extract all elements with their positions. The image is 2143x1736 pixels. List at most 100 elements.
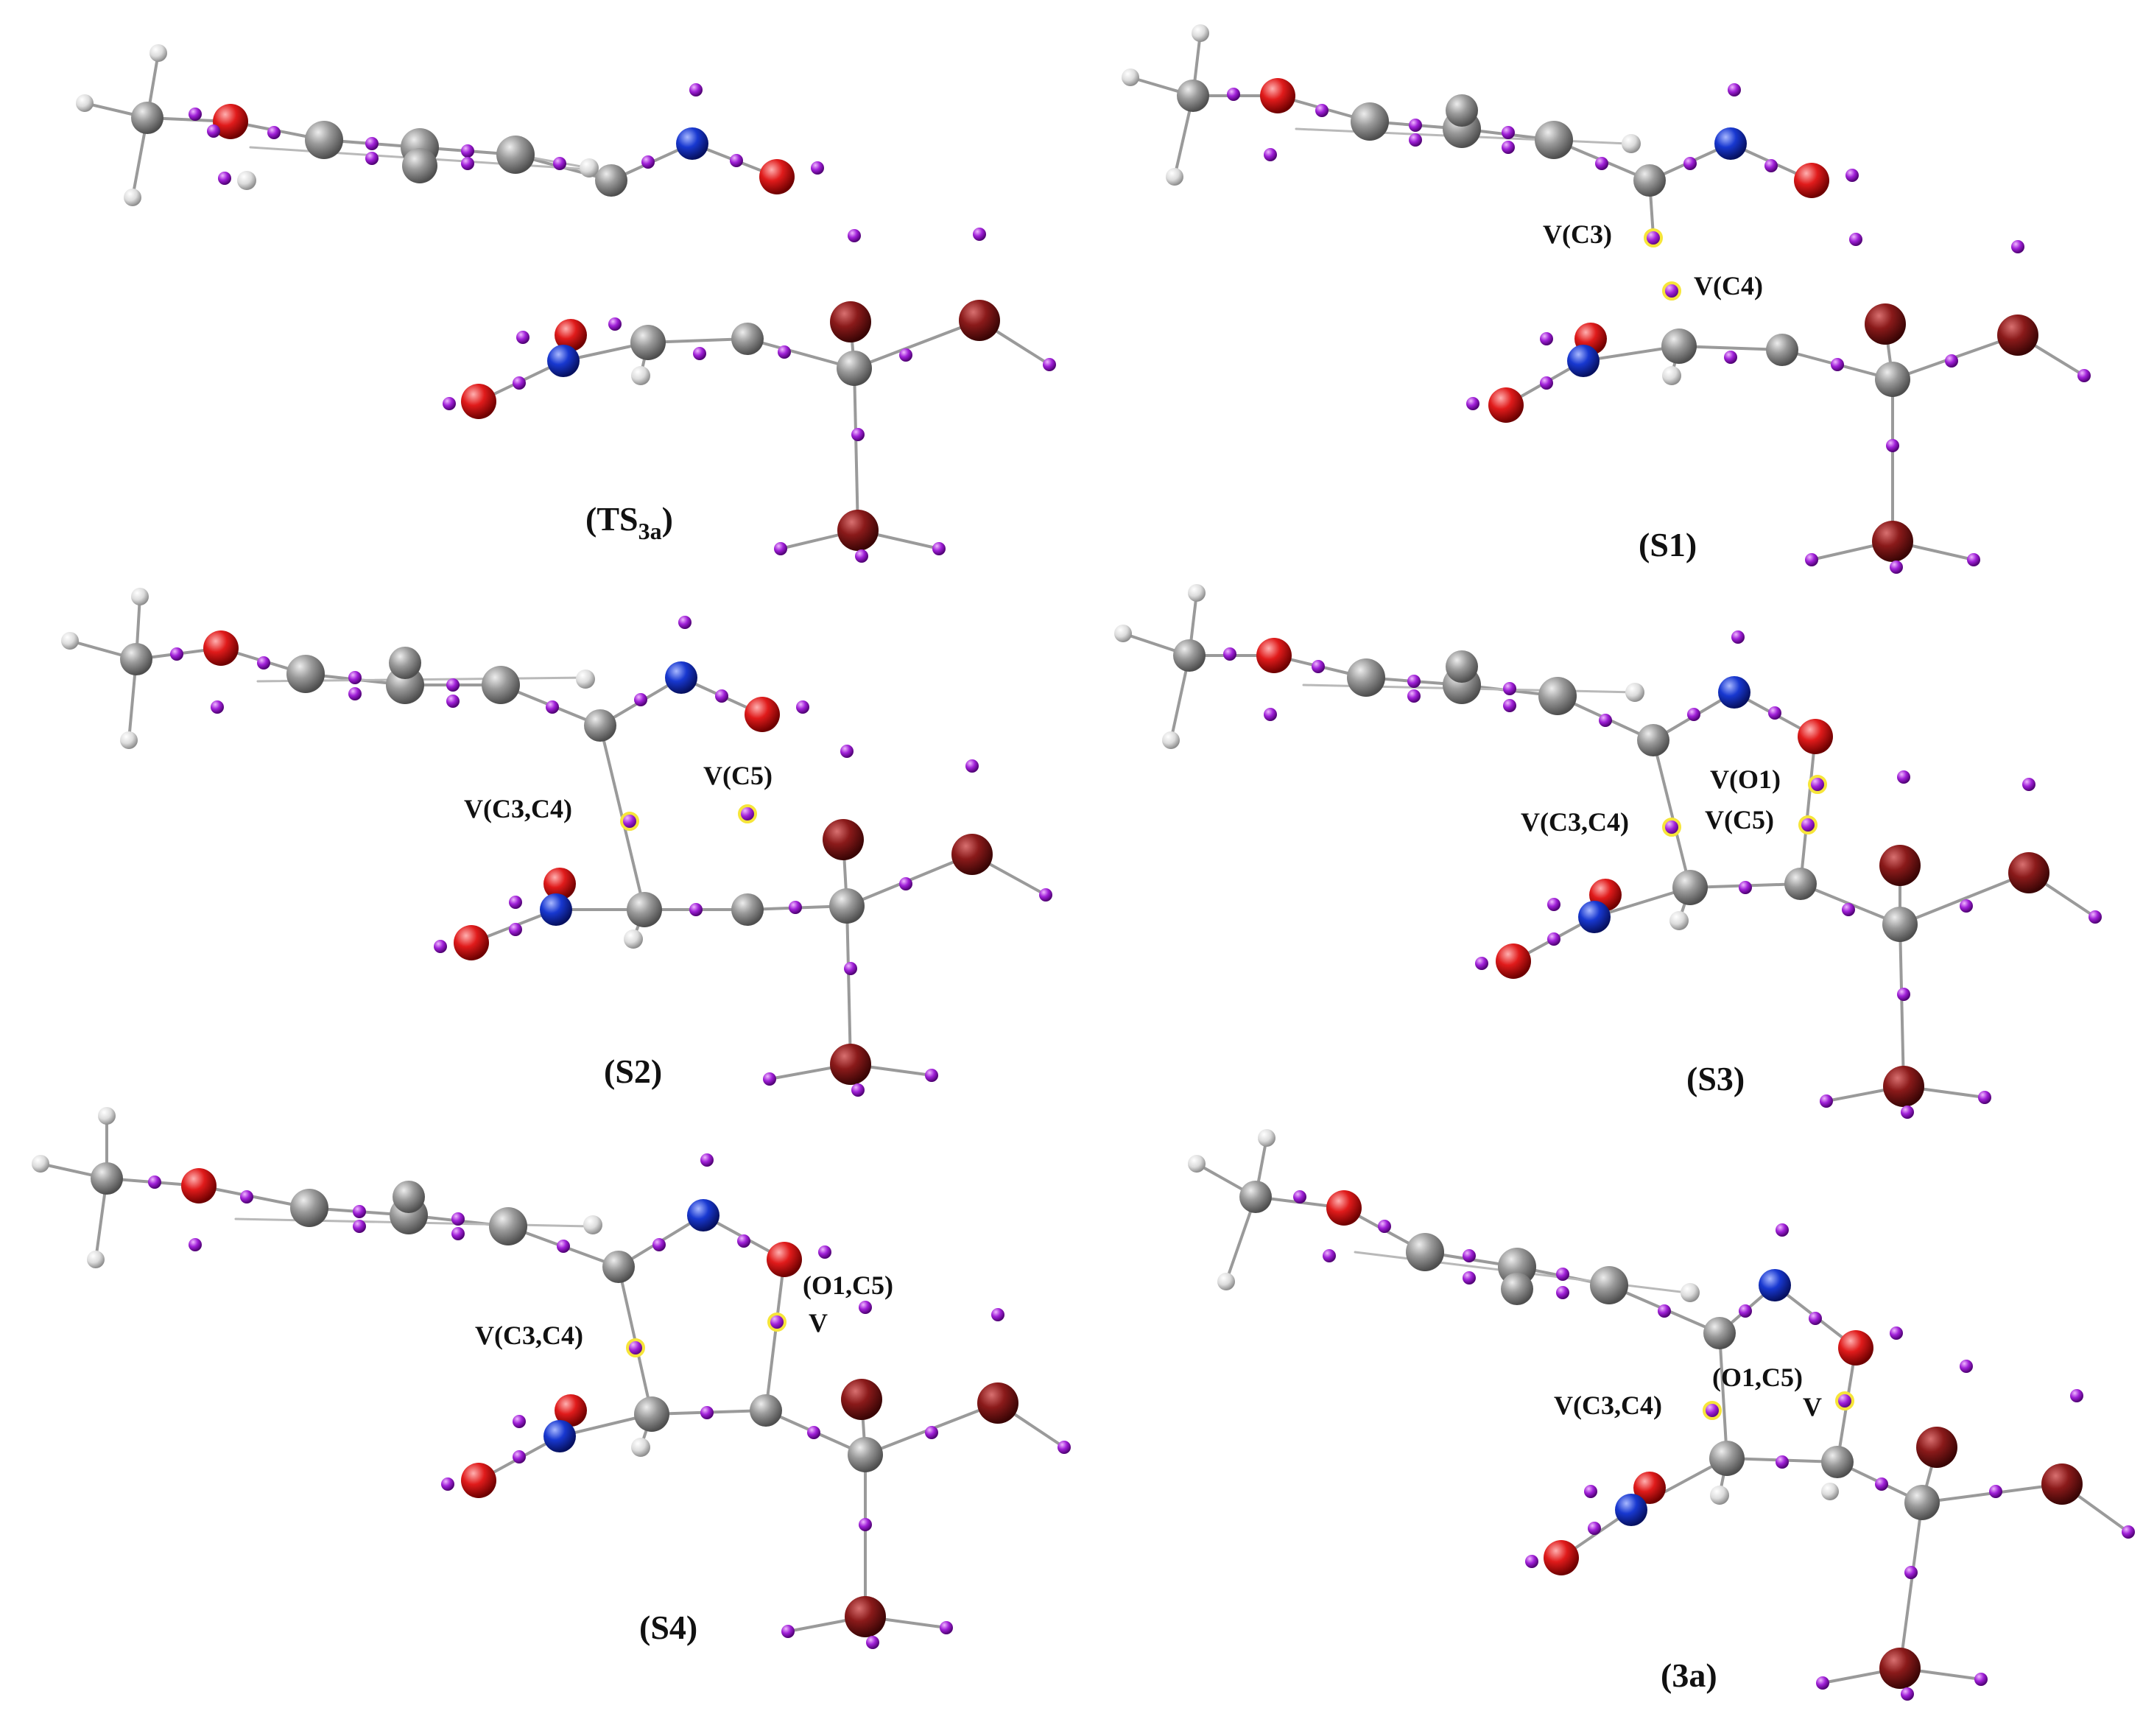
atom-c	[1709, 1441, 1745, 1476]
atom-c	[131, 102, 163, 134]
atom-h	[61, 632, 79, 650]
bond-network	[68, 595, 1047, 1080]
caption-s4: (S4)	[639, 1609, 697, 1646]
basin-v-c3-c4	[626, 1338, 645, 1357]
basin-attractor	[700, 1153, 714, 1167]
basin-attractor	[965, 759, 979, 773]
basin-v-o1-c5	[1835, 1391, 1854, 1410]
atom-br	[1997, 314, 2038, 356]
atom-h	[1122, 68, 1139, 86]
basin-attractor	[932, 542, 946, 555]
atom-c	[1661, 328, 1697, 364]
basin-attractor	[1820, 1094, 1833, 1108]
atom-h	[1162, 731, 1180, 749]
basin-attractor	[365, 152, 379, 165]
atom-c	[1904, 1485, 1940, 1520]
atom-br	[1879, 1648, 1921, 1689]
basin-attractor	[1875, 1477, 1888, 1491]
atom-n	[1578, 901, 1611, 933]
atom-o	[1838, 1330, 1873, 1366]
basin-attractor	[443, 397, 456, 410]
atom-c	[1173, 639, 1206, 672]
atom-o	[1326, 1190, 1362, 1226]
atom-c	[1703, 1317, 1736, 1349]
atom-br	[1879, 845, 1921, 886]
basin-attractor	[2089, 910, 2102, 924]
basin-attractor	[218, 172, 231, 185]
atom-h	[1166, 168, 1183, 186]
basin-attractor	[1687, 708, 1700, 721]
atom-c	[1535, 121, 1573, 159]
basin-attractor	[1547, 898, 1560, 911]
elf-basins	[1223, 630, 2102, 1119]
basin-attractor	[1904, 1566, 1918, 1579]
basin-attractor	[1599, 714, 1612, 727]
atom-c	[489, 1207, 527, 1245]
basin-attractor	[730, 154, 743, 167]
label-v-o1-c5: V	[809, 1308, 828, 1338]
atom-br	[1883, 1066, 1924, 1107]
atom-h	[1710, 1486, 1729, 1505]
atom-c	[1766, 334, 1798, 366]
basin-attractor	[1503, 682, 1516, 695]
basin-attractor	[2070, 1389, 2083, 1402]
atom-c	[1501, 1273, 1533, 1305]
basin-attractor	[211, 700, 224, 714]
atom-br	[823, 819, 864, 860]
atom-c	[829, 888, 865, 924]
atom-h	[1217, 1273, 1235, 1290]
atom-br	[2041, 1463, 2083, 1505]
basin-attractor	[899, 877, 912, 890]
label-v-c3-c4: V(C3,C4)	[1521, 807, 1629, 837]
atom-c	[1347, 658, 1385, 697]
basin-attractor	[1409, 133, 1422, 147]
atom-h	[98, 1107, 116, 1125]
atom-br	[977, 1382, 1018, 1424]
atom-c	[627, 892, 662, 927]
basin-attractor	[1293, 1190, 1306, 1203]
basin-v-c3-c4	[1662, 818, 1681, 837]
basin-attractor	[1264, 148, 1277, 161]
basin-attractor	[1989, 1485, 2002, 1498]
atom-h	[631, 1438, 650, 1457]
basin-attractor	[451, 1227, 465, 1240]
basin-attractor	[516, 331, 529, 344]
basin-attractor	[1658, 1304, 1671, 1318]
atom-c	[1538, 677, 1577, 715]
atom-h	[624, 930, 643, 949]
atom-c	[1351, 102, 1389, 141]
atom-c	[1590, 1266, 1628, 1304]
elf-basins	[189, 83, 1056, 563]
atom-c	[595, 164, 627, 197]
basin-attractor	[973, 228, 986, 241]
basin-v-c4	[1662, 281, 1681, 301]
basin-v-c3-c4	[620, 812, 639, 831]
basin-attractor	[513, 1450, 526, 1463]
atom-h	[576, 670, 595, 689]
panel-s1: V(C3) V(C4) (S1)	[1122, 24, 2091, 574]
atom-c	[1672, 870, 1708, 905]
basin-attractor	[1407, 675, 1421, 688]
elf-basins	[170, 616, 1052, 1097]
basin-attractor	[991, 1308, 1004, 1321]
basin-v-c5	[738, 804, 757, 823]
atom-h	[1622, 134, 1641, 153]
basin-attractor	[899, 348, 912, 362]
basin-attractor	[1264, 708, 1277, 721]
basin-attractor	[1588, 1522, 1601, 1535]
elf-basins	[148, 1153, 1071, 1649]
basin-attractor	[240, 1190, 253, 1203]
basin-attractor	[1556, 1286, 1569, 1299]
atom-c	[496, 136, 535, 174]
basin-attractor	[1502, 141, 1515, 154]
basin-attractor	[1466, 397, 1479, 410]
basin-attractor	[866, 1636, 879, 1649]
atom-o	[555, 319, 587, 351]
atom-c	[1821, 1446, 1854, 1478]
atom-c	[1446, 94, 1478, 127]
basin-attractor	[148, 1176, 161, 1189]
basin-attractor	[844, 962, 857, 975]
atom-c	[837, 351, 872, 386]
basin-attractor	[348, 671, 362, 684]
